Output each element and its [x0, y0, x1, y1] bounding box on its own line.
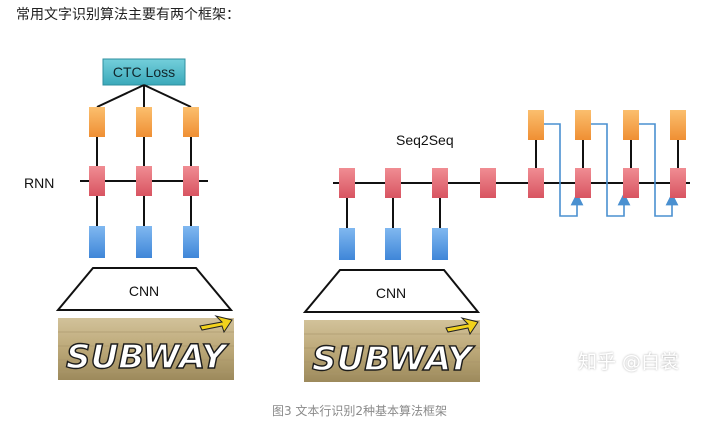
- feedback-arrows: [544, 123, 679, 217]
- ctc-input-cell: [136, 226, 152, 258]
- rnn-label: RNN: [24, 175, 54, 191]
- cnn-trapezoid-left: [55, 267, 234, 311]
- ctc-connectors: [80, 84, 208, 226]
- seq2seq-branch: Seq2Seq: [302, 110, 690, 382]
- rnn-cell: [183, 166, 199, 196]
- encoder-cell: [385, 168, 401, 198]
- decoder-output-cell: [528, 110, 544, 140]
- ctc-output-cell: [183, 107, 199, 137]
- cnn-label-right: CNN: [376, 285, 406, 301]
- subway-text-left: SUBWAY: [66, 337, 229, 376]
- ctc-loss-box: [102, 58, 186, 86]
- subway-text-right: SUBWAY: [312, 339, 475, 378]
- decoder-cell: [528, 168, 544, 198]
- decoder-output-cell: [623, 110, 639, 140]
- cnn-trapezoid-right: [302, 269, 481, 313]
- decoder-cell: [623, 168, 639, 198]
- subway-image-right: SUBWAY: [304, 317, 480, 382]
- cnn-label-left: CNN: [129, 283, 159, 299]
- ctc-output-cell: [136, 107, 152, 137]
- zhihu-watermark: 知乎 @白裳: [578, 351, 680, 373]
- subway-image-left: SUBWAY: [58, 315, 234, 380]
- encoder-cell: [432, 168, 448, 198]
- seq2seq-input-cell: [432, 228, 448, 260]
- figure-caption: 图3 文本行识别2种基本算法框架: [271, 404, 448, 418]
- encoder-cell: [339, 168, 355, 198]
- ctc-input-cell: [89, 226, 105, 258]
- ctc-input-cell: [183, 226, 199, 258]
- ctc-output-cell: [89, 107, 105, 137]
- seq2seq-label: Seq2Seq: [396, 132, 454, 148]
- seq2seq-input-cell: [339, 228, 355, 260]
- rnn-cell: [136, 166, 152, 196]
- seq2seq-input-cell: [385, 228, 401, 260]
- intro-heading: 常用文字识别算法主要有两个框架：: [16, 7, 240, 23]
- decoder-output-cell: [575, 110, 591, 140]
- decoder-cell: [575, 168, 591, 198]
- rnn-cell: [89, 166, 105, 196]
- ctc-branch: CTC Loss RNN CNN: [24, 58, 234, 380]
- ctc-loss-label: CTC Loss: [113, 64, 175, 80]
- decoder-cell: [670, 168, 686, 198]
- encoder-cell: [480, 168, 496, 198]
- decoder-output-cell: [670, 110, 686, 140]
